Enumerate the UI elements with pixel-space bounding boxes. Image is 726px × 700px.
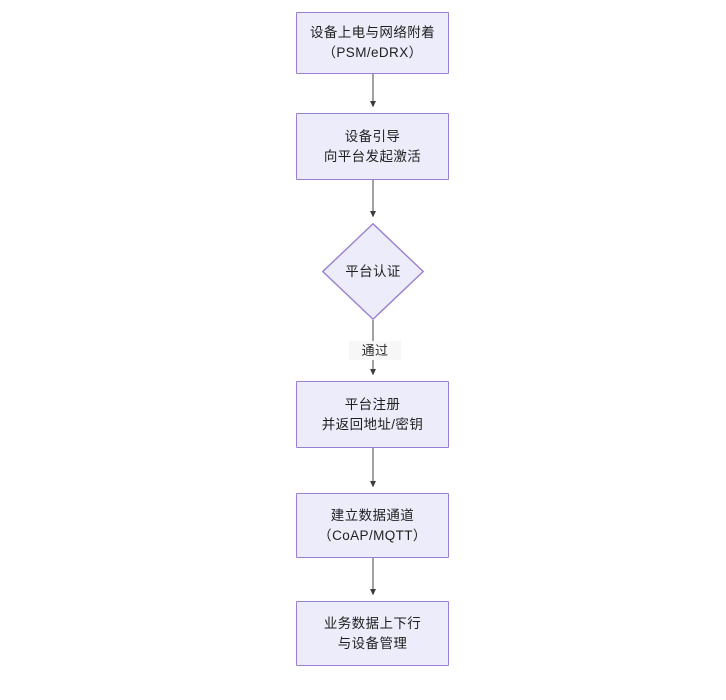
flow-node-channel-line-2: （CoAP/MQTT） [318, 527, 427, 543]
flow-node-bootstrap[interactable]: 设备引导 向平台发起激活 [296, 113, 449, 180]
edge-label-auth-pass: 通过 [349, 341, 401, 360]
flow-node-register-line-1: 平台注册 [344, 396, 401, 412]
flow-node-auth-label: 平台认证 [345, 263, 401, 279]
flow-node-power-on-line-1: 设备上电与网络附着 [309, 25, 436, 40]
flow-node-bootstrap-line-1: 设备引导 [344, 128, 401, 144]
flow-node-data-exchange[interactable]: 业务数据上下行 与设备管理 [296, 601, 449, 666]
flow-node-bootstrap-line-2: 向平台发起激活 [323, 148, 422, 164]
flow-node-register[interactable]: 平台注册 并返回地址/密钥 [296, 381, 449, 448]
flow-node-channel[interactable]: 建立数据通道 （CoAP/MQTT） [296, 493, 449, 558]
diamond-shape [322, 223, 424, 320]
flow-node-register-line-2: 并返回地址/密钥 [321, 416, 424, 432]
flow-node-data-line-2: 与设备管理 [337, 635, 408, 651]
flow-node-auth-decision[interactable]: 平台认证 [322, 223, 424, 320]
flow-node-channel-line-1: 建立数据通道 [330, 507, 415, 523]
flow-node-power-on-line-2: （PSM/eDRX） [322, 45, 423, 60]
flow-node-data-line-1: 业务数据上下行 [323, 615, 422, 631]
flow-node-power-on[interactable]: 设备上电与网络附着 （PSM/eDRX） [296, 12, 449, 74]
